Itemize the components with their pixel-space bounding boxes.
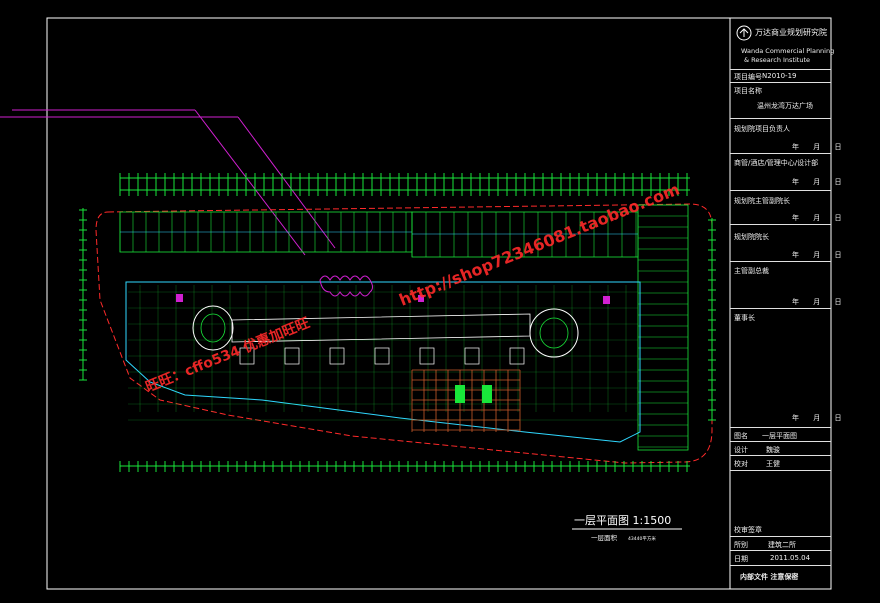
site-boundary	[95, 203, 713, 464]
tb-line	[730, 118, 831, 119]
date-mark: 年 月 日	[792, 214, 848, 222]
approval-row-4: 规划院院长	[734, 233, 769, 241]
dimension-lines	[119, 173, 690, 196]
drawing-frame	[46, 17, 832, 590]
design-value: 魏骏	[766, 446, 780, 454]
supermarket-stair	[455, 385, 465, 403]
approval-row-1: 规划院项目负责人	[734, 125, 790, 133]
supermarket-grid	[411, 369, 521, 432]
tb-line	[730, 455, 831, 456]
dept-label: 所别	[734, 541, 748, 549]
revision-clouds	[319, 275, 373, 297]
north-shops	[119, 204, 689, 451]
escalator-core	[509, 347, 525, 365]
approval-row-5: 主管副总裁	[734, 267, 769, 275]
stamp-label: 校审签章	[734, 526, 762, 534]
tb-line	[730, 565, 831, 566]
magenta-blocks	[176, 294, 610, 304]
approval-row-3: 规划院主管副院长	[734, 197, 790, 205]
tb-line	[730, 550, 831, 551]
check-label: 校对	[734, 460, 748, 468]
date-mark: 年 月 日	[792, 143, 848, 151]
project-no: N2010-19	[762, 72, 797, 80]
escalator-core	[464, 347, 480, 365]
tb-line	[730, 69, 831, 70]
west-atrium-inner	[200, 313, 226, 343]
check-value: 王健	[766, 460, 780, 468]
date-mark: 年 月 日	[792, 178, 848, 186]
date-mark: 年 月 日	[792, 298, 848, 306]
wanda-logo-icon	[736, 25, 752, 41]
institute-en-1: Wanda Commercial Planning	[741, 47, 835, 55]
tb-line	[730, 82, 831, 83]
project-no-label: 项目编号	[734, 73, 762, 81]
mall-outline	[125, 281, 641, 443]
escalator-core	[329, 347, 345, 365]
wanda-logo-mark	[739, 28, 749, 37]
tb-line	[730, 470, 831, 471]
mall-structural-grid	[128, 285, 638, 421]
tb-line	[730, 427, 831, 428]
tb-line	[730, 261, 831, 262]
drawing-title: 一层平面图 1:1500	[574, 514, 671, 527]
date-value: 2011.05.04	[770, 554, 811, 562]
tb-line	[730, 224, 831, 225]
shop-url-watermark: http://shop72346081.taobao.com	[396, 179, 682, 309]
tb-line	[730, 536, 831, 537]
confidential-footer: 内部文件 注意保密	[740, 573, 799, 581]
central-mall-street	[231, 313, 531, 343]
escalator-core	[419, 347, 435, 365]
tb-line	[730, 190, 831, 191]
logo-text: 万达商业规划研究院	[755, 28, 827, 37]
approval-row-6: 董事长	[734, 314, 755, 322]
area-value: 43440平方米	[628, 535, 656, 542]
date-label: 日期	[734, 555, 748, 563]
area-label: 一层面积	[591, 533, 618, 542]
escalator-core	[284, 347, 300, 365]
wangwang-watermark: 旺旺：cffo534 优惠加旺旺	[143, 314, 312, 395]
project-name: 温州龙湾万达广场	[757, 102, 813, 110]
north-shop-cells	[119, 204, 688, 448]
dept-value: 建筑二所	[768, 541, 796, 549]
tb-line	[730, 153, 831, 154]
project-name-label: 项目名称	[734, 87, 762, 95]
tb-line	[730, 441, 831, 442]
drawing-name-label: 图名	[734, 432, 748, 440]
approval-row-2: 商管/酒店/管理中心/设计部	[734, 159, 819, 167]
south-dimension-ticks	[119, 461, 688, 472]
side-dimension-ticks	[79, 209, 716, 421]
institute-en-2: & Research Institute	[744, 56, 811, 64]
drawing-name: 一层平面图	[762, 432, 797, 440]
supermarket-stair	[482, 385, 492, 403]
escalator-core	[239, 347, 255, 365]
design-label: 设计	[734, 446, 748, 454]
tb-line	[730, 308, 831, 309]
escalator-core	[374, 347, 390, 365]
magenta-leaders	[0, 109, 336, 256]
date-mark: 年 月 日	[792, 251, 848, 259]
east-atrium-inner	[539, 317, 569, 349]
date-mark: 年 月 日	[792, 414, 848, 422]
west-atrium	[192, 305, 234, 351]
